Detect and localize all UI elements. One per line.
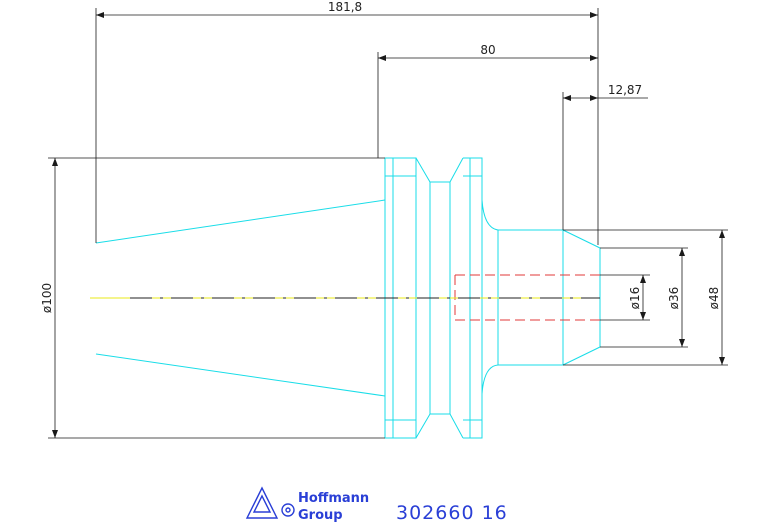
dimension-arrows bbox=[52, 12, 725, 438]
part-number: 302660 16 bbox=[396, 502, 508, 523]
dim-shank-length: 80 bbox=[480, 43, 495, 57]
dim-nose-diameter: ø36 bbox=[667, 287, 681, 310]
dim-shank-diameter: ø48 bbox=[707, 287, 721, 310]
shank-fillet bbox=[481, 199, 499, 231]
dim-bore-diameter: ø16 bbox=[628, 287, 642, 310]
dimension-lines bbox=[48, 8, 728, 439]
hoffmann-logo: Hoffmann Group bbox=[245, 486, 369, 523]
shank-fillet bbox=[481, 364, 499, 395]
logo-line2: Group bbox=[298, 508, 343, 523]
logo-mark-icon bbox=[245, 486, 295, 519]
dim-overall-length: 181,8 bbox=[328, 0, 362, 14]
dim-flange-diameter: ø100 bbox=[40, 283, 54, 313]
v-groove bbox=[415, 413, 464, 439]
v-groove bbox=[415, 157, 464, 183]
dim-nose-length: 12,87 bbox=[608, 83, 642, 97]
logo-line1: Hoffmann bbox=[298, 491, 369, 506]
